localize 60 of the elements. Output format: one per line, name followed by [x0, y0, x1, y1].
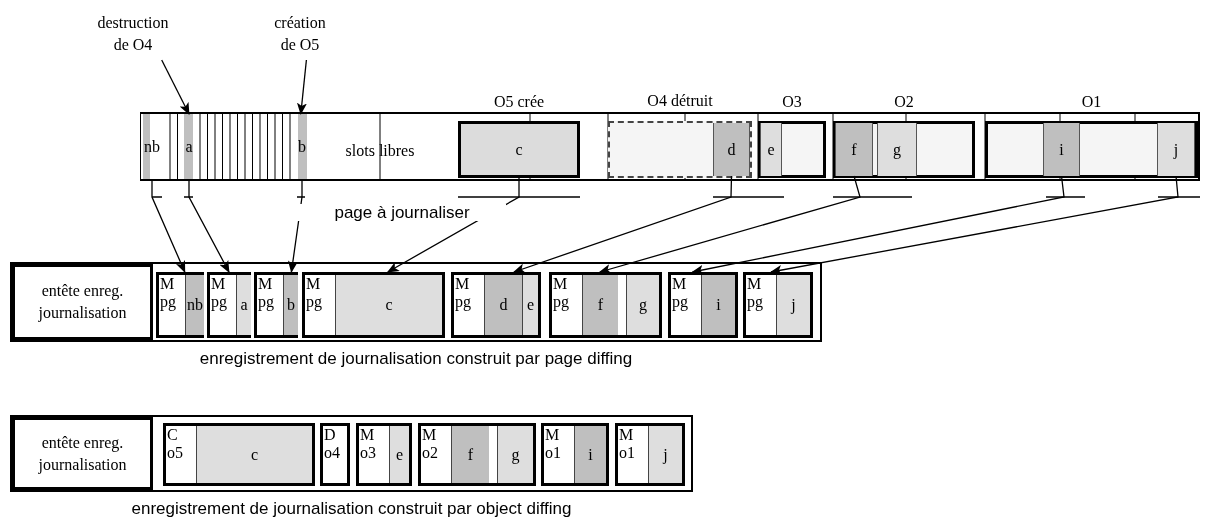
- entry-data: i: [574, 426, 606, 483]
- edge-label: page à journaliser: [298, 204, 506, 221]
- arrow: [598, 175, 861, 274]
- arrow: [296, 59, 308, 115]
- entry-data: j: [648, 426, 682, 483]
- record-header: entête enreg. journalisation: [12, 417, 153, 490]
- arrow: [161, 59, 190, 115]
- log-entry: [418, 423, 536, 486]
- data-cell: e: [760, 123, 782, 176]
- log-entry: [356, 423, 412, 486]
- object-letter: c: [515, 140, 523, 159]
- object-label: O3: [782, 94, 802, 110]
- entry-data: g: [497, 426, 533, 483]
- log-entry: [302, 272, 445, 338]
- data-cell: f: [835, 123, 873, 176]
- entry-data: d: [484, 275, 522, 335]
- entry-data: i: [701, 275, 735, 335]
- log-entry: [668, 272, 738, 338]
- object-slot: nb: [141, 114, 163, 179]
- entry-data: e: [389, 426, 409, 483]
- data-cell: d: [713, 123, 750, 176]
- log-entry: [541, 423, 609, 486]
- entry-data: nb: [185, 275, 204, 335]
- annotation: destruction de O4: [97, 14, 169, 54]
- object-label: O5 crée: [493, 94, 545, 110]
- arrow: [151, 178, 186, 273]
- log-entry: [156, 272, 204, 338]
- object-label: O2: [894, 94, 914, 110]
- arrow: [770, 175, 1179, 275]
- object-label: O4 détruit: [647, 93, 713, 109]
- arrow: [691, 175, 1065, 275]
- entry-data: f: [582, 275, 618, 335]
- log-entry: [254, 272, 298, 338]
- annotation: création de O5: [274, 14, 326, 54]
- data-cell: g: [877, 123, 917, 176]
- entry-data: e: [522, 275, 538, 335]
- entry-data: b: [283, 275, 298, 335]
- log-entry: [743, 272, 813, 338]
- free-slots-text: slots libres: [310, 123, 450, 178]
- entry-data: c: [335, 275, 442, 335]
- entry-data: j: [776, 275, 810, 335]
- log-entry: [615, 423, 685, 486]
- data-cell: j: [1157, 123, 1195, 176]
- arrow: [188, 178, 230, 273]
- log-entry: [549, 272, 662, 338]
- log-entry: [451, 272, 541, 338]
- data-cell: i: [1043, 123, 1080, 176]
- object-slot: a: [182, 114, 196, 179]
- arrow: [513, 175, 733, 274]
- record-header: entête enreg. journalisation: [12, 264, 153, 340]
- record-label: enregistrement de journalisation construit par object diffing: [130, 500, 573, 517]
- log-entry: [207, 272, 251, 338]
- object-label: O1: [1081, 94, 1102, 110]
- entry-data: g: [626, 275, 659, 335]
- log-entry: [163, 423, 315, 486]
- record-label: enregistrement de journalisation construit par page diffing: [198, 350, 634, 367]
- object-slot: b: [296, 114, 308, 179]
- entry-data: f: [451, 426, 489, 483]
- entry-data: c: [196, 426, 312, 483]
- entry-data: a: [236, 275, 251, 335]
